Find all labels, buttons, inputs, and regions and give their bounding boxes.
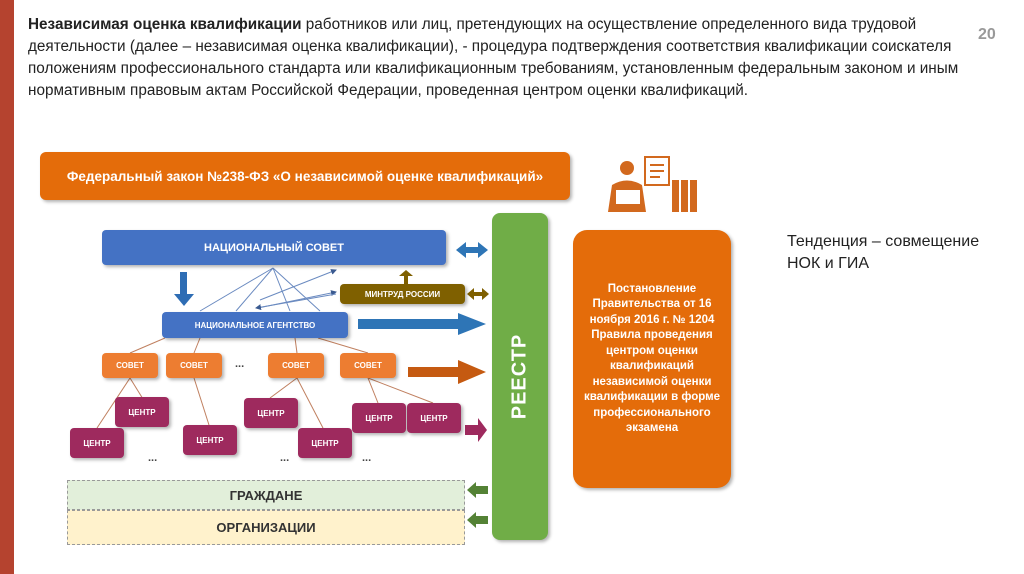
center-label: ЦЕНТР: [128, 407, 156, 417]
intro-rest: работников или лиц, претендующих на осущ…: [28, 16, 959, 99]
national-agency-label: НАЦИОНАЛЬНОЕ АГЕНТСТВО: [194, 320, 316, 330]
federal-law-label: Федеральный закон №238-ФЗ «О независимой…: [66, 168, 544, 184]
trend-text: Тенденция – совмещение НОК и ГИА: [787, 233, 980, 272]
center-box: ЦЕНТР: [244, 398, 298, 428]
intro-text: Независимая оценка квалификации работник…: [28, 14, 978, 102]
accent-bar: [0, 0, 14, 574]
national-agency-box: НАЦИОНАЛЬНОЕ АГЕНТСТВО: [162, 312, 348, 338]
organizations-label: ОРГАНИЗАЦИИ: [216, 520, 316, 535]
center-label: ЦЕНТР: [365, 413, 393, 423]
resolution-text: Постановление Правительства от 16 ноября…: [583, 282, 721, 435]
ellipsis: ...: [280, 452, 290, 464]
council-box: СОВЕТ: [268, 353, 324, 378]
council-box: СОВЕТ: [340, 353, 396, 378]
center-label: ЦЕНТР: [83, 438, 111, 448]
center-box: ЦЕНТР: [298, 428, 352, 458]
center-label: ЦЕНТР: [311, 438, 339, 448]
council-label: СОВЕТ: [282, 361, 310, 370]
organizations-band: ОРГАНИЗАЦИИ: [67, 510, 465, 545]
center-box: ЦЕНТР: [70, 428, 124, 458]
center-box: ЦЕНТР: [407, 403, 461, 433]
council-label: СОВЕТ: [180, 361, 208, 370]
federal-law-box: Федеральный закон №238-ФЗ «О независимой…: [40, 152, 570, 200]
specialist-icon: [608, 156, 697, 212]
mintrud-label: МИНТРУД РОССИИ: [364, 289, 441, 299]
page-number: 20: [978, 26, 996, 43]
center-label: ЦЕНТР: [257, 408, 285, 418]
citizens-band: ГРАЖДАНЕ: [67, 480, 465, 510]
council-box: СОВЕТ: [166, 353, 222, 378]
double-arrow-council: [456, 242, 488, 258]
center-box: ЦЕНТР: [183, 425, 237, 455]
ellipsis: ...: [362, 452, 372, 464]
center-box: ЦЕНТР: [352, 403, 406, 433]
national-council-label: НАЦИОНАЛЬНЫЙ СОВЕТ: [204, 241, 344, 254]
council-box: СОВЕТ: [102, 353, 158, 378]
mintrud-box: МИНТРУД РОССИИ: [340, 284, 465, 304]
resolution-box: Постановление Правительства от 16 ноября…: [573, 230, 731, 488]
intro-bold: Независимая оценка квалификации: [28, 16, 302, 33]
national-council-box: НАЦИОНАЛЬНЫЙ СОВЕТ: [102, 230, 446, 265]
council-label: СОВЕТ: [116, 361, 144, 370]
council-label: СОВЕТ: [354, 361, 382, 370]
registry-label: РЕЕСТР: [508, 333, 531, 420]
citizens-label: ГРАЖДАНЕ: [229, 487, 303, 503]
center-label: ЦЕНТР: [196, 435, 224, 445]
center-box: ЦЕНТР: [115, 397, 169, 427]
ellipsis: ...: [148, 452, 158, 464]
ellipsis: ...: [235, 358, 245, 370]
center-label: ЦЕНТР: [420, 413, 448, 423]
registry-box: РЕЕСТР: [492, 213, 548, 540]
